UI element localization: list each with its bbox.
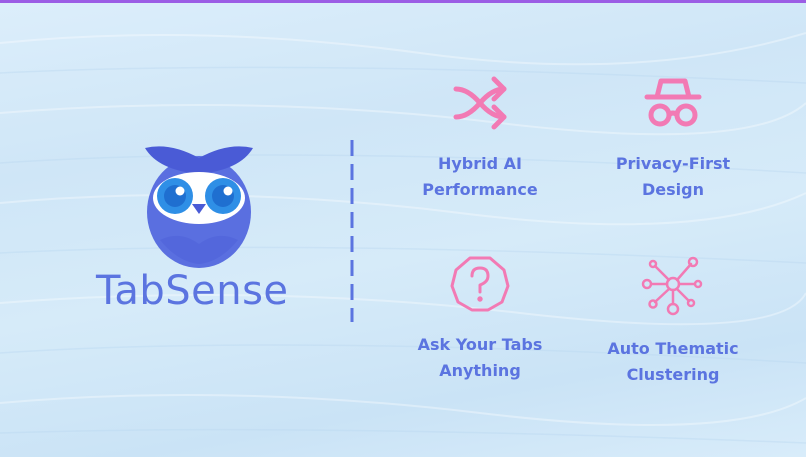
feature-clustering: Auto Thematic Clustering: [583, 256, 763, 388]
cluster-network-icon: [641, 256, 703, 316]
incognito-icon: [644, 78, 702, 127]
feature-ask-tabs: Ask Your Tabs Anything: [390, 256, 570, 384]
background-texture: [0, 32, 806, 444]
brand-name: TabSense: [96, 268, 289, 314]
feature-label-line1: Ask Your Tabs: [417, 335, 543, 354]
feature-label-line1: Hybrid AI: [437, 154, 522, 173]
feature-label-line2: Anything: [439, 361, 521, 380]
feature-label-line2: Performance: [422, 180, 538, 199]
feature-privacy-first: Privacy-First Design: [583, 75, 763, 203]
feature-label-line1: Privacy-First: [615, 154, 731, 173]
owl-icon: [145, 146, 253, 268]
top-accent-bar: [0, 0, 806, 3]
feature-label-line2: Clustering: [626, 365, 720, 384]
owl-logo: [140, 140, 258, 268]
feature-label-line1: Auto Thematic: [607, 339, 739, 358]
feature-label-line2: Design: [642, 180, 704, 199]
question-octagon-icon: [450, 256, 510, 312]
feature-hybrid-ai: Hybrid AI Performance: [390, 75, 570, 203]
dashed-divider: [350, 140, 354, 322]
shuffle-icon: [453, 76, 507, 130]
